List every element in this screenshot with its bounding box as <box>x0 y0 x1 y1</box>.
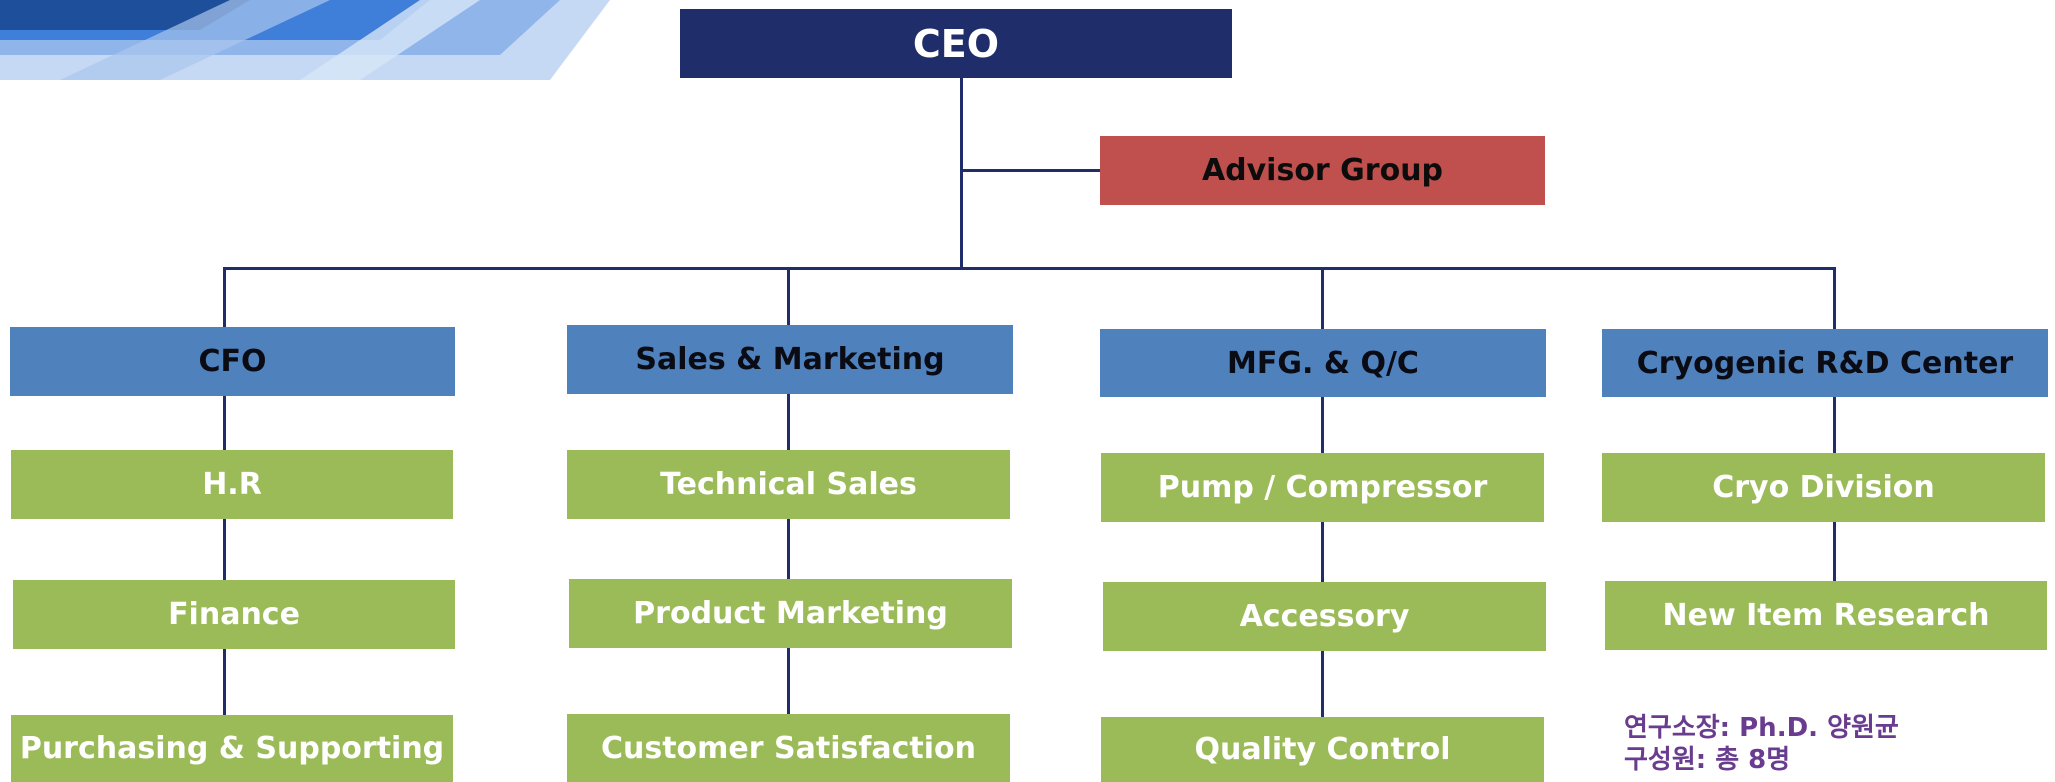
team-purchasing-supporting-box: Purchasing & Supporting <box>11 715 453 782</box>
team-cryo-division-box: Cryo Division <box>1602 453 2045 522</box>
sales-column-line <box>787 393 790 715</box>
department-label: Sales & Marketing <box>635 342 945 377</box>
team-label: H.R <box>202 467 262 502</box>
mfg-column-line <box>1321 396 1324 718</box>
ceo-box: CEO <box>680 9 1232 78</box>
ceo-trunk-line <box>960 78 963 270</box>
team-finance-box: Finance <box>13 580 455 649</box>
department-sales-marketing-box: Sales & Marketing <box>567 325 1013 394</box>
cfo-drop-line <box>223 267 226 327</box>
header-banner-graphic <box>0 0 610 80</box>
team-customer-satisfaction-box: Customer Satisfaction <box>567 714 1010 782</box>
advisor-connector-line <box>960 169 1100 172</box>
department-mfg-qc-box: MFG. & Q/C <box>1100 329 1546 397</box>
department-label: Cryogenic R&D Center <box>1636 345 2014 381</box>
advisor-group-label: Advisor Group <box>1201 153 1444 188</box>
department-cryogenic-rd-box: Cryogenic R&D Center <box>1602 329 2048 397</box>
ceo-label: CEO <box>912 21 1000 66</box>
team-label: Cryo Division <box>1712 470 1935 505</box>
team-label: Finance <box>168 597 300 632</box>
team-pump-compressor-box: Pump / Compressor <box>1101 453 1544 522</box>
team-label: Product Marketing <box>633 596 948 631</box>
team-new-item-research-box: New Item Research <box>1605 581 2047 650</box>
mfg-drop-line <box>1321 267 1324 329</box>
department-horizontal-line <box>223 267 1836 270</box>
team-technical-sales-box: Technical Sales <box>567 450 1010 519</box>
rd-center-note: 연구소장: Ph.D. 양원균 구성원: 총 8명 <box>1624 712 1899 776</box>
team-hr-box: H.R <box>11 450 453 519</box>
team-accessory-box: Accessory <box>1103 582 1546 651</box>
team-label: Pump / Compressor <box>1157 470 1488 505</box>
rd-member-count-text: 구성원: 총 8명 <box>1624 745 1791 775</box>
rd-director-text: 연구소장: Ph.D. 양원균 <box>1624 713 1899 743</box>
team-product-marketing-box: Product Marketing <box>569 579 1012 648</box>
rd-column-line <box>1833 396 1836 650</box>
sales-drop-line <box>787 267 790 327</box>
department-label: CFO <box>198 344 267 379</box>
department-cfo-box: CFO <box>10 327 455 396</box>
team-label: Accessory <box>1239 599 1410 634</box>
team-label: Customer Satisfaction <box>600 730 977 766</box>
advisor-group-box: Advisor Group <box>1100 136 1545 205</box>
team-label: Technical Sales <box>660 467 917 502</box>
team-label: New Item Research <box>1662 598 1990 633</box>
team-quality-control-box: Quality Control <box>1101 717 1544 782</box>
team-label: Purchasing & Supporting <box>19 731 445 766</box>
team-label: Quality Control <box>1194 732 1451 767</box>
department-label: MFG. & Q/C <box>1227 345 1419 381</box>
cfo-column-line <box>223 395 226 715</box>
rd-drop-line <box>1833 267 1836 329</box>
